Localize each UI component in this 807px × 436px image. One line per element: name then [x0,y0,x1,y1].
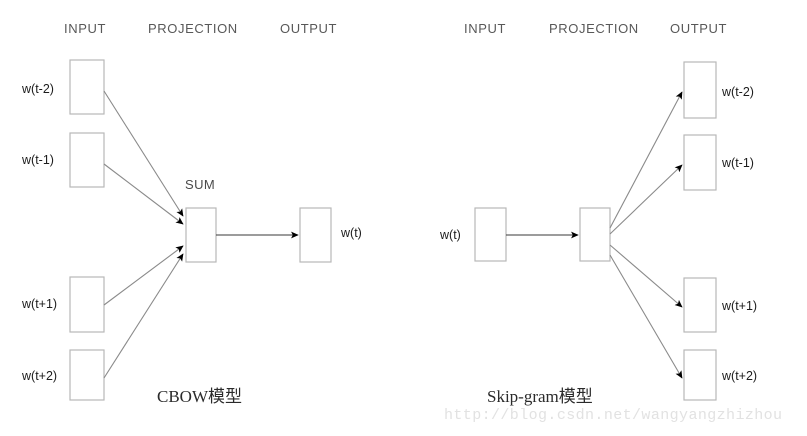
skipgram-output-box-wt-2 [683,61,717,119]
cbow-input-label-wt1: w(t+1) [22,297,58,311]
cbow-edge-wt-2-to-sum [103,90,184,217]
skipgram-edge-projection-to-wt1 [609,244,683,308]
cbow-input-box-wt2 [69,349,105,401]
skipgram-output-box-wt-1 [683,134,717,191]
skipgram-edge-projection-to-wt-2 [609,91,683,229]
watermark-url: http://blog.csdn.net/wangyangzhizhou [444,407,783,424]
skipgram-diagram [474,61,717,401]
skipgram-output-label-wt-2: w(t-2) [722,85,754,99]
skipgram-output-box-wt1 [683,277,717,333]
cbow-model-caption: CBOW模型 [157,387,242,406]
skipgram-projection-box [579,207,611,262]
cbow-diagram [69,59,332,401]
cbow-projection-sum-label: SUM [185,177,216,192]
skipgram-edge-projection-to-wt-1 [609,164,683,235]
cbow-output-label-wt: w(t) [341,226,362,240]
cbow-header-output: OUTPUT [280,21,338,36]
cbow-input-label-wt-1: w(t-1) [22,153,54,167]
cbow-edge-wt-1-to-sum [103,163,184,225]
cbow-header-input: INPUT [64,21,106,36]
cbow-edge-wt1-to-sum [103,245,184,306]
skipgram-output-box-wt2 [683,349,717,401]
skipgram-header-projection: PROJECTION [549,21,639,36]
skipgram-output-label-wt1: w(t+1) [722,299,758,313]
cbow-projection-box [185,207,217,263]
cbow-output-box-wt [299,207,332,263]
skipgram-output-label-wt2: w(t+2) [722,369,758,383]
skipgram-edge-projection-to-wt2 [609,254,683,379]
cbow-edge-wt2-to-sum [103,253,184,379]
cbow-input-label-wt-2: w(t-2) [22,82,54,96]
skipgram-input-label-wt: w(t) [440,228,461,242]
cbow-input-box-wt-2 [69,59,105,115]
cbow-header-projection: PROJECTION [148,21,238,36]
skipgram-header-input: INPUT [464,21,506,36]
skipgram-input-box-wt [474,207,507,262]
cbow-input-box-wt1 [69,276,105,333]
skipgram-header-output: OUTPUT [670,21,728,36]
cbow-input-label-wt2: w(t+2) [22,369,58,383]
cbow-input-box-wt-1 [69,132,105,188]
skipgram-model-caption: Skip-gram模型 [487,387,593,406]
skipgram-output-label-wt-1: w(t-1) [722,156,754,170]
